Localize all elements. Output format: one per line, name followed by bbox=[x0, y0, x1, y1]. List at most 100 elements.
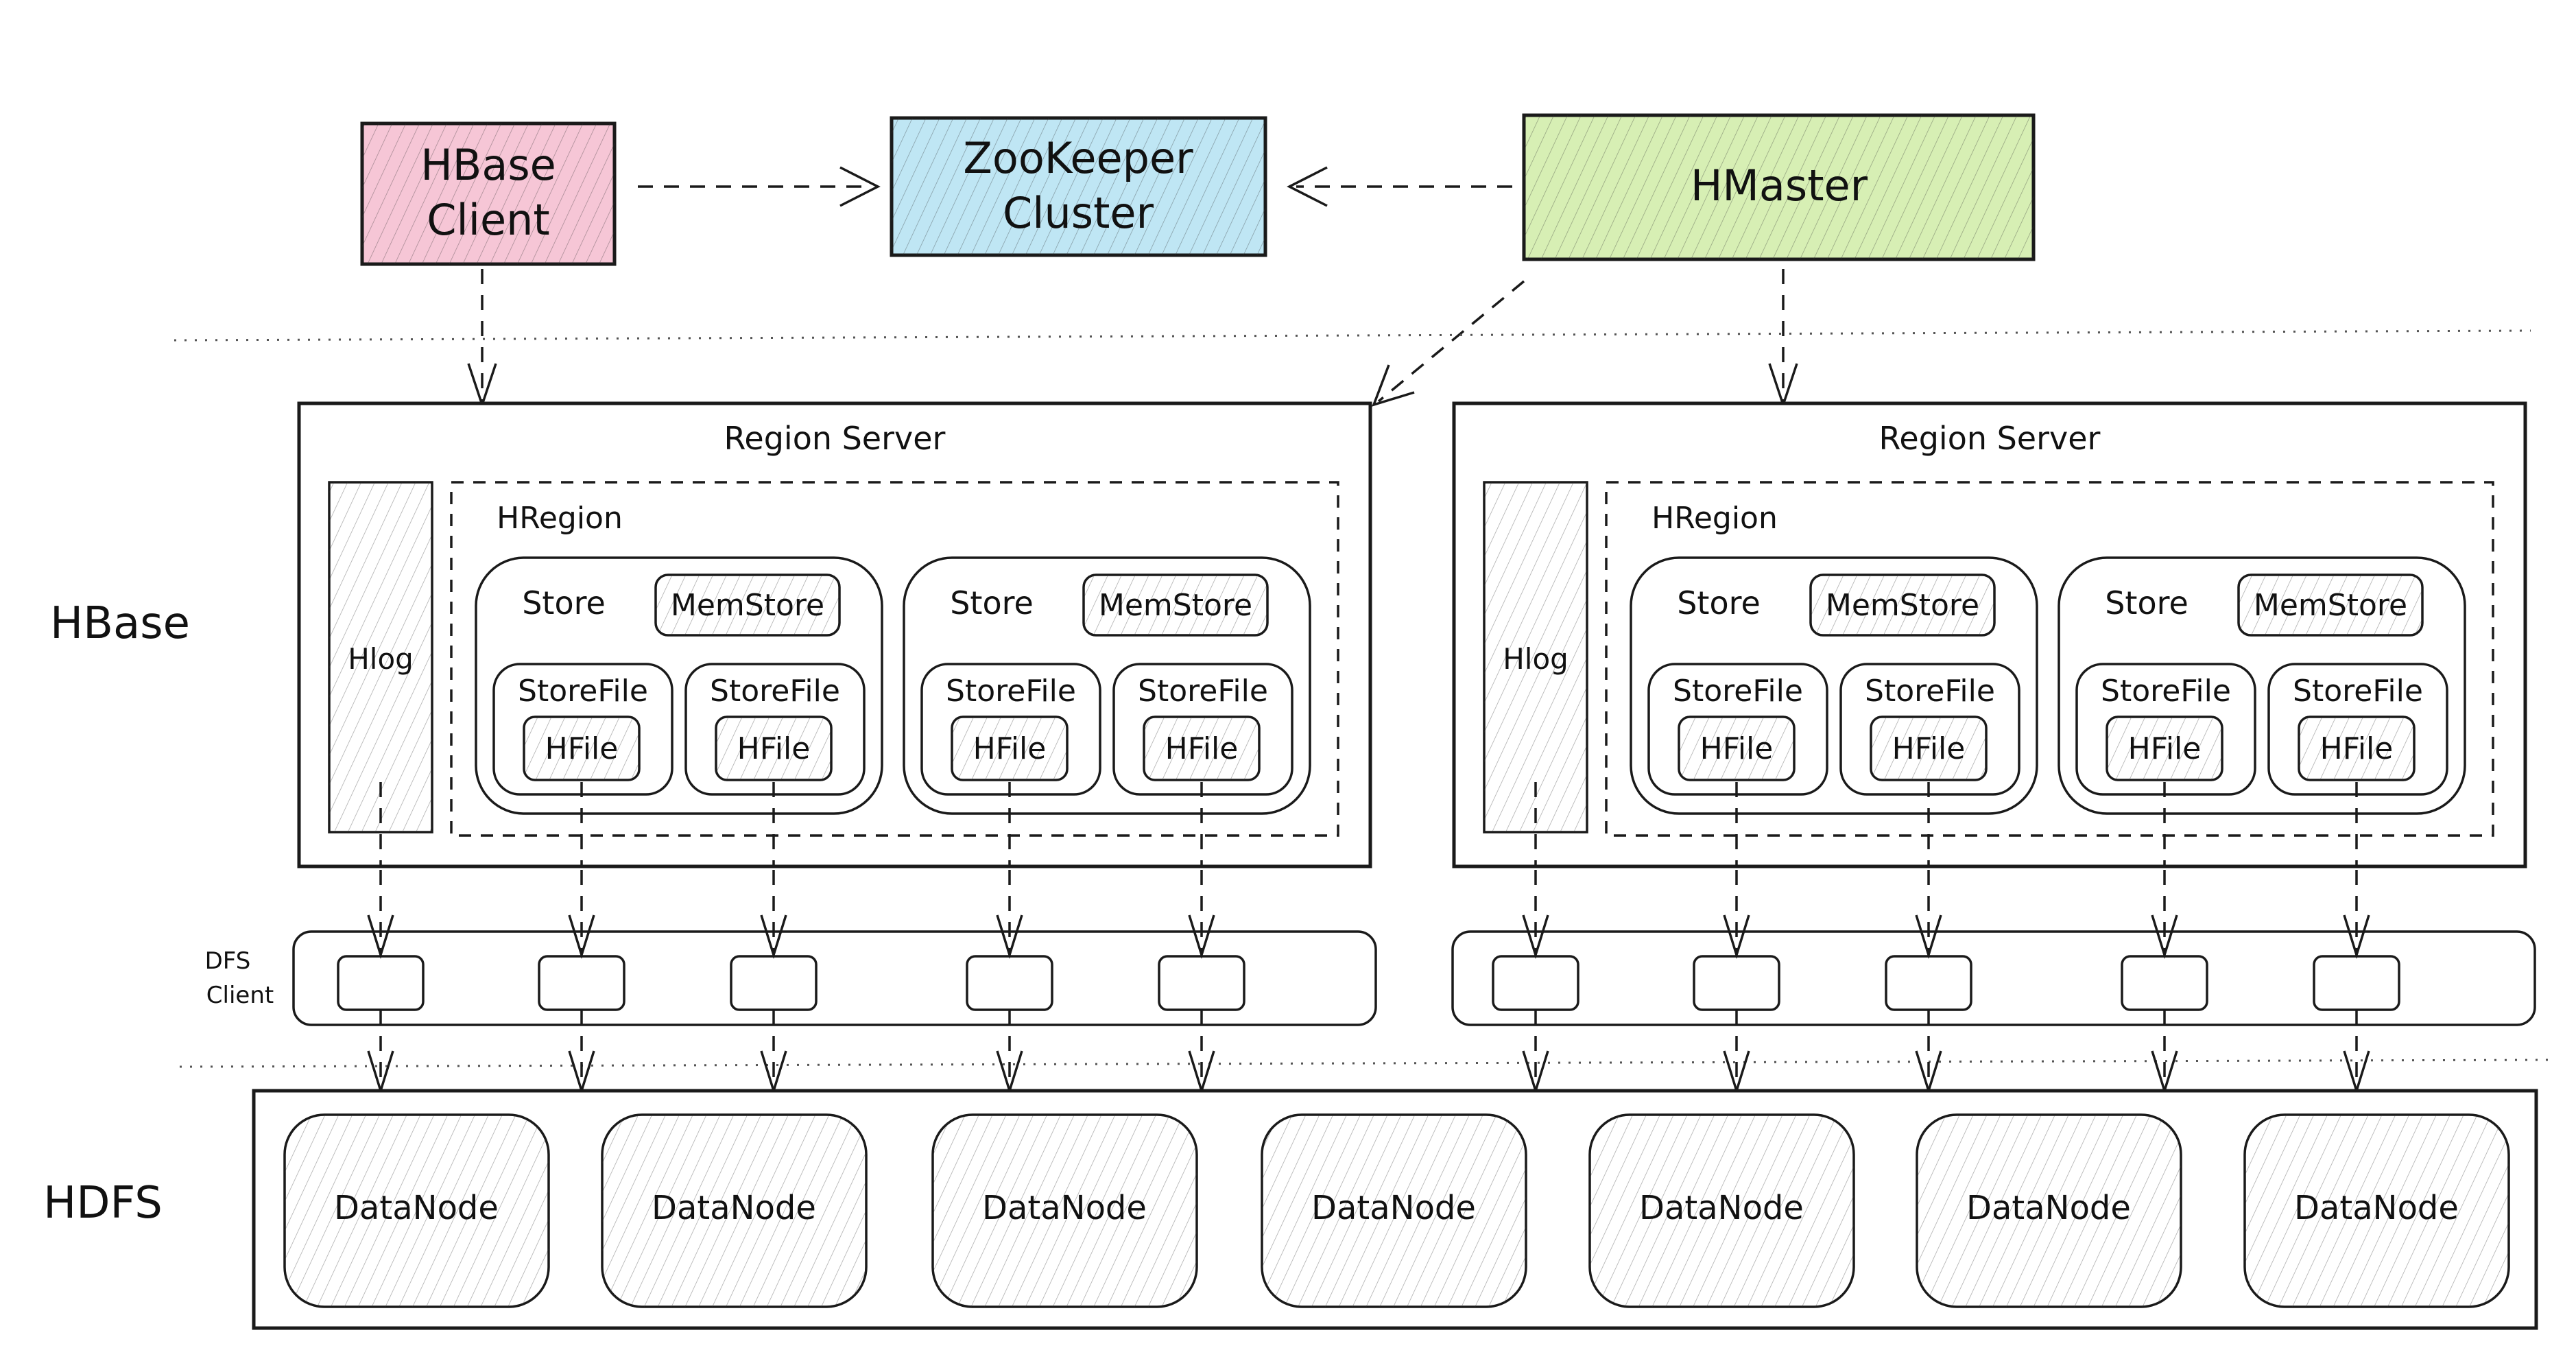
hfile-box bbox=[2298, 715, 2416, 781]
hregion-frame bbox=[450, 481, 1339, 837]
arrow-to-dfs-client bbox=[1188, 870, 1215, 959]
hlog-box bbox=[1483, 481, 1588, 833]
hfile-box bbox=[523, 715, 641, 781]
arrow-to-dfs-client bbox=[568, 870, 595, 959]
memstore-box bbox=[1809, 573, 1996, 637]
store-label: Store bbox=[2105, 584, 2189, 622]
zookeeper-cluster-box: ZooKeeper Cluster bbox=[890, 116, 1267, 257]
hlog-box bbox=[328, 481, 433, 833]
hfile-box bbox=[951, 715, 1069, 781]
arrow-to-dfs-client bbox=[1522, 870, 1549, 959]
memstore-box bbox=[2237, 573, 2424, 637]
memstore-label: MemStore bbox=[1826, 588, 1979, 623]
datanode-box bbox=[1588, 1113, 1855, 1308]
datanode-box bbox=[601, 1113, 868, 1308]
arrow-to-dfs-client bbox=[1915, 870, 1942, 959]
dfs-client-slot bbox=[1885, 955, 1972, 1011]
memstore-label: MemStore bbox=[671, 588, 824, 623]
storefile-label: StoreFile bbox=[946, 674, 1076, 709]
hmaster-box: HMaster bbox=[1522, 113, 2036, 261]
hfile-label: HFile bbox=[2320, 731, 2394, 766]
arrow-to-dfs-client bbox=[996, 870, 1023, 959]
store-label: Store bbox=[1677, 584, 1761, 622]
datanode-label: DataNode bbox=[2294, 1189, 2459, 1227]
hfile-box bbox=[1870, 715, 1988, 781]
hbase-client-label-line1: HBase bbox=[420, 140, 556, 190]
storefile-label: StoreFile bbox=[2101, 674, 2231, 709]
dfs-client-slot bbox=[1492, 955, 1579, 1011]
dfs-client-label-line1: DFS bbox=[205, 947, 251, 975]
hfile-label: HFile bbox=[1892, 731, 1966, 766]
dfs-client-slot bbox=[966, 955, 1053, 1011]
hfile-box bbox=[1678, 715, 1796, 781]
hfile-label: HFile bbox=[2128, 731, 2202, 766]
arrow-to-dfs-client bbox=[1723, 870, 1750, 959]
dfs-client-box bbox=[292, 782, 1377, 1095]
memstore-box bbox=[654, 573, 841, 637]
storefile-label: StoreFile bbox=[710, 674, 840, 709]
zookeeper-label-line2: Cluster bbox=[1003, 188, 1154, 238]
hregion-label: HRegion bbox=[497, 501, 623, 536]
storefile-label: StoreFile bbox=[2293, 674, 2423, 709]
arrow-client-to-regionserver bbox=[467, 269, 497, 409]
arrow-client-to-zookeeper bbox=[638, 166, 881, 207]
zookeeper-label-line1: ZooKeeper bbox=[963, 133, 1193, 183]
datanode-label: DataNode bbox=[334, 1189, 499, 1227]
arrow-to-dfs-client bbox=[2343, 870, 2370, 959]
hfile-label: HFile bbox=[737, 731, 811, 766]
dfs-client-slot bbox=[2121, 955, 2208, 1011]
datanode-box bbox=[2243, 1113, 2510, 1308]
dfs-client-slot bbox=[2313, 955, 2400, 1011]
storefile-label: StoreFile bbox=[1138, 674, 1268, 709]
separator-top bbox=[174, 329, 2531, 342]
arrow-to-dfs-client bbox=[2151, 870, 2178, 959]
memstore-label: MemStore bbox=[2254, 588, 2407, 623]
dfs-client-slot bbox=[337, 955, 425, 1011]
dfs-client-slot bbox=[1693, 955, 1780, 1011]
hregion-frame bbox=[1605, 481, 2494, 837]
arrow-hmaster-to-regionserver-left bbox=[1372, 280, 1525, 407]
datanode-box bbox=[931, 1113, 1198, 1308]
hfile-label: HFile bbox=[973, 731, 1047, 766]
datanode-label: DataNode bbox=[1311, 1189, 1476, 1227]
storefile-label: StoreFile bbox=[1865, 674, 1995, 709]
dfs-client-box bbox=[1451, 782, 2536, 1095]
datanode-box bbox=[1261, 1113, 1527, 1308]
datanode-label: DataNode bbox=[1639, 1189, 1804, 1227]
layer-label-hbase: HBase bbox=[50, 598, 190, 649]
datanode-label: DataNode bbox=[652, 1189, 816, 1227]
memstore-label: MemStore bbox=[1099, 588, 1252, 623]
datanode-label: DataNode bbox=[982, 1189, 1147, 1227]
hbase-client-box: HBase Client bbox=[360, 121, 617, 266]
storefile-label: StoreFile bbox=[518, 674, 648, 709]
hlog-label: Hlog bbox=[348, 642, 414, 676]
memstore-box bbox=[1082, 573, 1269, 637]
hfile-box bbox=[1143, 715, 1261, 781]
datanode-box bbox=[283, 1113, 550, 1308]
dfs-client-slot bbox=[730, 955, 818, 1011]
arrow-to-dfs-client bbox=[367, 870, 394, 959]
hmaster-label: HMaster bbox=[1691, 161, 1868, 211]
hfile-box bbox=[2106, 715, 2223, 781]
datanode-box bbox=[1916, 1113, 2182, 1308]
hfile-label: HFile bbox=[1700, 731, 1774, 766]
store-label: Store bbox=[950, 584, 1034, 622]
hfile-label: HFile bbox=[545, 731, 619, 766]
dfs-client-slot bbox=[1158, 955, 1245, 1011]
dfs-client-slot bbox=[538, 955, 625, 1011]
store-label: Store bbox=[522, 584, 606, 622]
